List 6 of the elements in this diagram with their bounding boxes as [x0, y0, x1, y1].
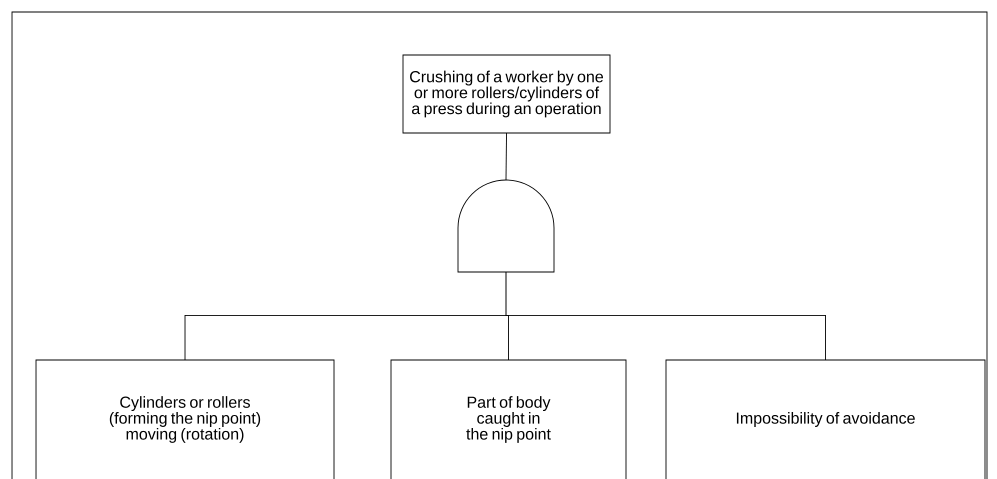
and-gate — [458, 180, 554, 272]
event-box: Part of body caught in the nip point — [390, 360, 626, 479]
connector-line — [506, 133, 507, 180]
event-box: Crushing of a worker by one or more rollers/cylinders of a press during an operation — [402, 54, 610, 134]
event-box: Cylinders or rollers (forming the nip point) moving (rotation) — [36, 360, 334, 479]
event-box: Impossibility of avoidance — [666, 360, 986, 479]
